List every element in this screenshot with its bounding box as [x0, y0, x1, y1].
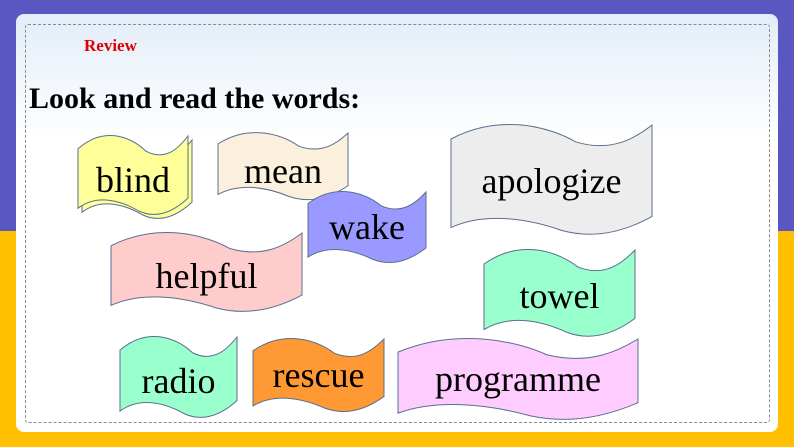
- flag-shape: [483, 248, 636, 337]
- flag-shape: [77, 134, 193, 219]
- word-flag-towel: towel: [483, 248, 636, 338]
- word-flag-wake: wake: [307, 190, 427, 264]
- flag-shape: [450, 123, 653, 235]
- dashed-frame: [25, 24, 770, 423]
- word-flag-helpful: helpful: [110, 231, 303, 313]
- word-flag-mean: mean: [217, 131, 349, 201]
- word-text: wake: [329, 207, 405, 247]
- word-flag-apologize: apologize: [450, 123, 653, 236]
- word-text: rescue: [272, 355, 365, 395]
- word-text: mean: [244, 151, 322, 191]
- word-text: apologize: [481, 161, 622, 201]
- instruction-heading: Look and read the words:: [29, 82, 361, 115]
- flag-shape: [397, 338, 639, 420]
- flag-shape: [307, 190, 427, 263]
- section-label: Review: [84, 36, 137, 55]
- word-text: towel: [519, 276, 600, 316]
- word-text: radio: [141, 361, 216, 401]
- word-flag-blind: blind: [77, 134, 193, 220]
- flag-shape: [110, 231, 303, 312]
- word-text: programme: [435, 359, 601, 399]
- flag-shape: [252, 337, 385, 413]
- flag-shape: [119, 335, 238, 418]
- word-flag-programme: programme: [397, 338, 639, 421]
- word-flag-radio: radio: [119, 335, 238, 419]
- flag-shape: [217, 131, 349, 201]
- word-text: blind: [95, 160, 170, 200]
- word-text: helpful: [155, 256, 258, 296]
- word-flag-rescue: rescue: [252, 337, 385, 413]
